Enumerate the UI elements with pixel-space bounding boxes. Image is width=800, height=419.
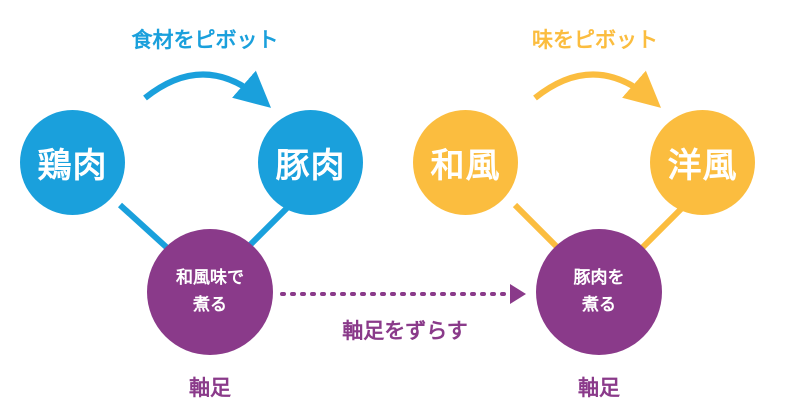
node-axis-left: 和風味で 煮る (147, 229, 273, 355)
node-wafu: 和風 (413, 110, 518, 215)
title-ingredient-pivot: 食材をピボット (131, 28, 279, 52)
axis-left-line1: 和風味で (176, 268, 244, 288)
node-chicken: 鶏肉 (20, 110, 125, 215)
node-pork: 豚肉 (258, 110, 363, 215)
axis-right-line2: 煮る (582, 295, 616, 315)
shift-label: 軸足をずらす (342, 319, 468, 343)
title-flavor-pivot: 味をピボット (532, 28, 658, 52)
node-axis-right: 豚肉を 煮る (536, 229, 662, 355)
node-pork-label: 豚肉 (275, 146, 346, 186)
axis-right-line1: 豚肉を (573, 268, 625, 288)
axis-label-right: 軸足 (578, 376, 620, 400)
axis-label-left: 軸足 (189, 376, 231, 400)
node-yofu-label: 洋風 (667, 146, 738, 186)
pivot-arrow-ingredient (143, 70, 272, 108)
node-chicken-label: 鶏肉 (37, 146, 108, 186)
node-wafu-label: 和風 (430, 146, 501, 186)
axis-left-line2: 煮る (193, 295, 227, 315)
pivot-arrow-flavor (533, 70, 662, 108)
shift-arrow-head (510, 284, 526, 304)
node-yofu: 洋風 (650, 110, 755, 215)
